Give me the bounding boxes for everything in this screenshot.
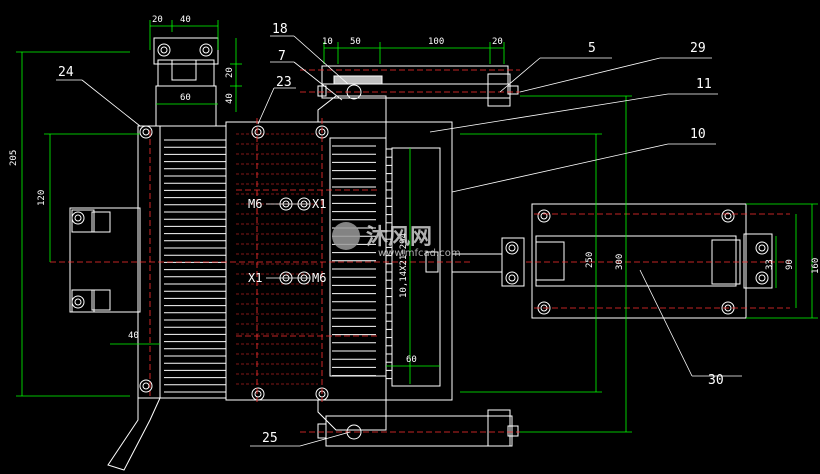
label-23: 23 <box>276 75 292 90</box>
dim-40-top: 40 <box>180 15 191 25</box>
dim-60-bottom: 60 <box>406 355 417 365</box>
label-24: 24 <box>58 65 74 80</box>
label-18: 18 <box>272 22 288 37</box>
bolt-center-icon <box>508 274 516 282</box>
callout-m6-bottom: M6 <box>312 271 326 285</box>
callouts: M6 X1 X1 M6 <box>248 197 326 285</box>
callout-x1-bottom: X1 <box>248 271 262 285</box>
left-clamp <box>69 125 161 471</box>
bolt-icon <box>139 379 153 393</box>
bolt-icon <box>251 387 265 401</box>
bolt-center-icon <box>254 128 262 136</box>
watermark-brand: 沐风网 <box>366 225 432 250</box>
callout-x1-top: X1 <box>312 197 326 211</box>
bolt-icon <box>505 241 519 255</box>
bolt-icon <box>71 295 85 309</box>
dim-fin-pitch: 10,14X21=294 <box>399 233 409 298</box>
label-29: 29 <box>690 41 706 56</box>
bolt-center-icon <box>724 212 732 220</box>
label-5: 5 <box>588 41 596 56</box>
bottom-cylinder <box>317 409 519 447</box>
dim-300: 300 <box>615 254 625 270</box>
dim-20-vert: 20 <box>225 67 235 78</box>
bolt-center-icon <box>74 298 82 306</box>
bolt-icon <box>755 241 769 255</box>
dim-160: 160 <box>811 258 820 274</box>
label-30: 30 <box>708 373 724 388</box>
dimension-lines <box>16 20 818 433</box>
bolt-icon <box>251 125 265 139</box>
dim-40-left: 40 <box>128 331 139 341</box>
bolt-center-icon <box>758 274 766 282</box>
bolt-center-icon <box>142 382 150 390</box>
watermark-logo-icon <box>332 222 360 250</box>
top-clamp <box>153 37 219 127</box>
label-7: 7 <box>278 49 286 64</box>
label-11: 11 <box>696 77 712 92</box>
bolt-center-icon <box>758 244 766 252</box>
dim-250: 250 <box>585 252 595 268</box>
dim-10: 10 <box>322 37 333 47</box>
callout-m6-top: M6 <box>248 197 262 211</box>
bolt-holes <box>71 43 769 401</box>
bolt-center-icon <box>160 46 168 54</box>
bolt-icon <box>505 271 519 285</box>
right-actuator <box>425 203 773 319</box>
bolt-icon <box>71 211 85 225</box>
bolt-center-icon <box>142 128 150 136</box>
label-25: 25 <box>262 431 278 446</box>
bolt-icon <box>139 125 153 139</box>
bolt-center-icon <box>540 212 548 220</box>
bolt-icon <box>721 209 735 223</box>
part-labels: 18 7 23 24 5 29 11 10 30 25 <box>58 22 724 446</box>
watermark-url: www.mfcad.com <box>378 248 461 259</box>
dim-205: 205 <box>9 150 19 166</box>
dim-120: 120 <box>37 190 47 206</box>
dimension-texts: 20 40 20 40 60 205 120 40 10 50 100 20 2… <box>9 15 820 365</box>
top-cylinder <box>317 65 519 107</box>
label-10: 10 <box>690 127 706 142</box>
bolt-center-icon <box>202 46 210 54</box>
bolt-icon <box>755 271 769 285</box>
watermark: 沐风网 www.mfcad.com <box>332 222 461 259</box>
dim-20-top: 20 <box>152 15 163 25</box>
bolt-icon <box>199 43 213 57</box>
dim-33: 33 <box>765 259 775 270</box>
dim-50: 50 <box>350 37 361 47</box>
bolt-center-icon <box>508 244 516 252</box>
bolt-icon <box>537 209 551 223</box>
leader-lines <box>56 35 742 447</box>
dim-20-right: 20 <box>492 37 503 47</box>
dim-100: 100 <box>428 37 444 47</box>
bolt-center-icon <box>74 214 82 222</box>
dim-90: 90 <box>785 259 795 270</box>
bolt-icon <box>157 43 171 57</box>
center-lines <box>50 69 790 433</box>
dim-40-vert: 40 <box>225 93 235 104</box>
bolt-center-icon <box>254 390 262 398</box>
dim-60-top: 60 <box>180 93 191 103</box>
